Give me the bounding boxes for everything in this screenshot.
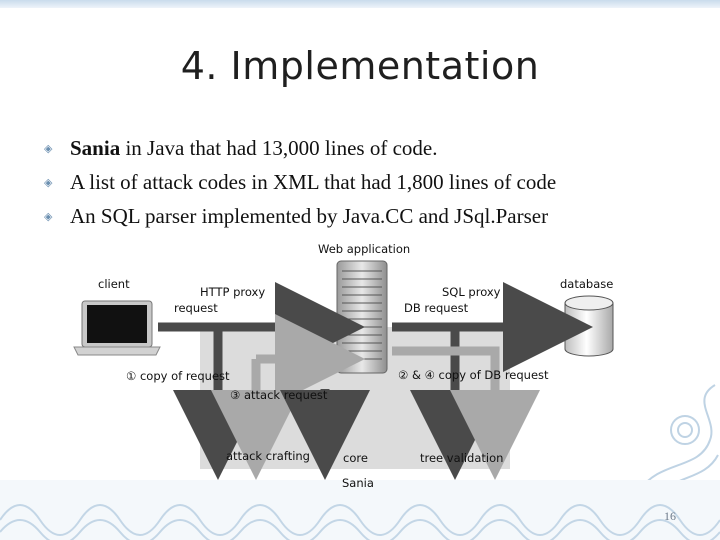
diamond-bullet-icon: ◈ bbox=[44, 176, 53, 189]
bullet-text: Sania in Java that had 13,000 lines of c… bbox=[70, 136, 437, 161]
copy-of-request-label: ① copy of request bbox=[126, 369, 230, 383]
copy-of-db-request-label: ② & ④ copy of DB request bbox=[398, 368, 549, 382]
bullet-list: ◈ Sania in Java that had 13,000 lines of… bbox=[44, 131, 684, 233]
tree-validation-label: tree validation bbox=[420, 451, 503, 465]
web-application-label: Web application bbox=[318, 242, 410, 256]
laptop-icon bbox=[73, 300, 161, 356]
server-icon bbox=[336, 260, 388, 374]
bullet-item: ◈ A list of attack codes in XML that had… bbox=[44, 165, 684, 199]
attack-request-label: ③ attack request bbox=[230, 388, 328, 402]
architecture-diagram: client Web application database HTTP pro… bbox=[73, 242, 614, 490]
wave-decoration-bottom bbox=[0, 480, 720, 540]
database-label: database bbox=[560, 277, 613, 291]
sania-label: Sania bbox=[342, 476, 374, 490]
bullet-rest: in Java that had 13,000 lines of code. bbox=[120, 135, 438, 160]
bullet-bold: Sania bbox=[70, 135, 121, 160]
attack-crafting-label: attack crafting bbox=[226, 449, 310, 463]
database-icon bbox=[564, 295, 614, 357]
slide-title: 4. Implementation bbox=[180, 44, 540, 88]
db-request-label: DB request bbox=[404, 301, 469, 315]
http-proxy-label: HTTP proxy bbox=[200, 285, 265, 299]
bullet-item: ◈ Sania in Java that had 13,000 lines of… bbox=[44, 131, 684, 165]
diamond-bullet-icon: ◈ bbox=[44, 210, 53, 223]
page-number: 16 bbox=[664, 509, 676, 523]
bullet-text: A list of attack codes in XML that had 1… bbox=[70, 169, 557, 194]
request-label: request bbox=[174, 301, 218, 315]
client-label: client bbox=[98, 277, 130, 291]
bullet-text: An SQL parser implemented by Java.CC and… bbox=[70, 203, 549, 228]
core-label: core bbox=[343, 451, 368, 465]
flow-arrows bbox=[158, 282, 593, 480]
top-decor-band bbox=[0, 0, 720, 8]
sql-proxy-label: SQL proxy bbox=[442, 285, 501, 299]
bullet-item: ◈ An SQL parser implemented by Java.CC a… bbox=[44, 199, 684, 233]
diamond-bullet-icon: ◈ bbox=[44, 142, 53, 155]
